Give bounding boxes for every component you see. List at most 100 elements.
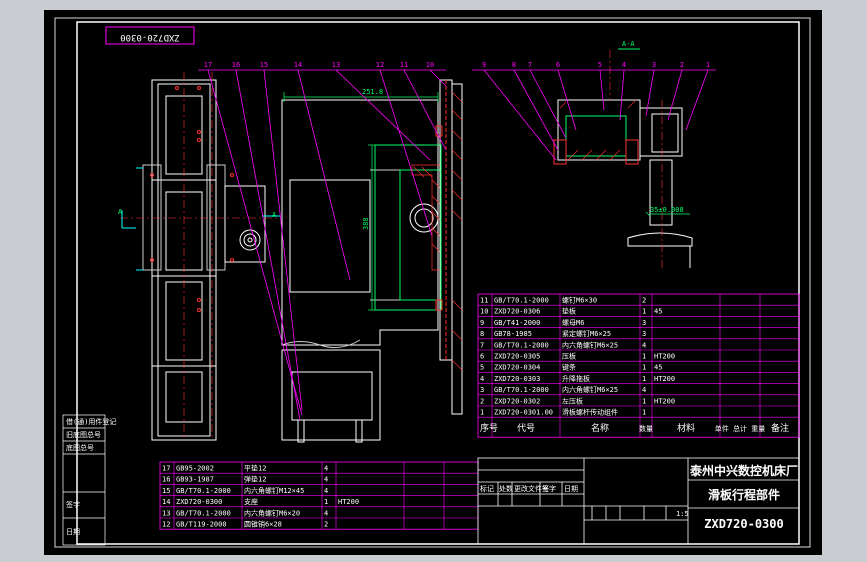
sign-label: 更改文件号 (514, 484, 549, 493)
part-name: 内六角螺钉M12×45 (244, 486, 304, 495)
part-qty: 1 (642, 308, 646, 316)
callout-number: 9 (482, 61, 486, 69)
parts-right-frame (477, 293, 800, 438)
part-name: 平垫12 (244, 464, 266, 473)
inner-frame (76, 21, 800, 545)
header-name: 名称 (591, 422, 609, 434)
mirrored-number-box: ZXD720-0300 (105, 26, 195, 45)
margin-label: 旧底图总号 (66, 430, 101, 439)
part-code: GB/T70.1-2000 (494, 386, 549, 394)
part-no: 2 (480, 397, 484, 405)
part-qty: 4 (324, 487, 328, 495)
company-name: 泰州中兴数控机床厂 (689, 463, 798, 478)
part-qty: 1 (642, 375, 646, 383)
section-hatch (559, 99, 637, 161)
part-name: 圆锥销6×28 (244, 520, 282, 529)
part-code: ZXD720-0305 (494, 353, 540, 361)
dim-right: 35±0.008 (650, 206, 684, 214)
part-qty: 1 (642, 397, 646, 405)
part-no: 15 (162, 487, 170, 495)
part-qty: 4 (642, 341, 646, 349)
part-material: 45 (654, 308, 662, 316)
part-name: 弹垫12 (244, 475, 266, 484)
title-block (477, 457, 800, 545)
part-qty: 1 (642, 364, 646, 372)
part-qty: 1 (642, 353, 646, 361)
part-code: GB/T119-2000 (176, 521, 227, 529)
callout-number: 2 (680, 61, 684, 69)
part-no: 8 (480, 330, 484, 338)
callout-number: 11 (400, 61, 408, 69)
part-no: 9 (480, 319, 484, 327)
part-code: GB/T41-2000 (494, 319, 540, 327)
view-label-a: A (118, 208, 123, 216)
sign-label: 处数 (499, 484, 513, 493)
part-code: ZXD720-0302 (494, 397, 540, 405)
header-material: 材料 (677, 422, 695, 434)
part-qty: 4 (642, 386, 646, 394)
margin-label: 签字 (66, 500, 80, 509)
part-code: GB93-1987 (176, 476, 214, 484)
signature-labels: 标记处数更改文件号签字日期 (480, 484, 578, 493)
part-no: 16 (162, 476, 170, 484)
part-code: GB/T70.1-2000 (494, 341, 549, 349)
part-name: 滑板螺杆传动组件 (562, 408, 618, 417)
part-no: 1 (480, 409, 484, 417)
part-no: 7 (480, 341, 484, 349)
dim-side: 388 (362, 217, 370, 230)
header-weight: 单件 总计 重量 (715, 424, 765, 433)
part-no: 4 (480, 375, 484, 383)
part-no: 10 (480, 308, 488, 316)
section-dimension (645, 211, 690, 217)
sign-label: 日期 (564, 485, 578, 493)
part-name: 压板 (562, 352, 576, 361)
part-qty: 3 (642, 330, 646, 338)
part-qty: 4 (324, 465, 328, 473)
part-code: ZXD720-0303 (494, 375, 540, 383)
header-note: 备注 (771, 422, 789, 434)
callout-number: 4 (622, 61, 626, 69)
part-title: 滑板行程部件 (708, 487, 780, 502)
part-no: 13 (162, 509, 170, 517)
header-qty: 数量 (639, 424, 653, 433)
section-label: A-A (622, 40, 635, 48)
callout-leaders-left (198, 69, 447, 421)
margin-label: 日期 (66, 528, 80, 536)
part-material: HT200 (654, 397, 675, 405)
part-name: 支座 (244, 497, 258, 506)
callout-number: 12 (376, 61, 384, 69)
part-code: GB/T70.1-2000 (176, 509, 231, 517)
callout-number: 13 (332, 61, 340, 69)
left-margin-table (62, 414, 106, 546)
part-qty: 2 (642, 297, 646, 305)
header-code: 代号 (517, 423, 535, 434)
scale-value: 1:5 (676, 510, 689, 518)
part-name: 升降拖板 (562, 374, 590, 383)
part-no: 5 (480, 364, 484, 372)
margin-label: 借(通)用件登记 (66, 417, 116, 426)
part-code: GB/T70.1-2000 (494, 297, 549, 305)
part-code: GB78-1985 (494, 330, 532, 338)
sign-label: 标记 (480, 484, 494, 493)
callout-number: 3 (652, 61, 656, 69)
part-no: 6 (480, 353, 484, 361)
callout-number: 1 (706, 61, 710, 69)
part-material: 45 (654, 364, 662, 372)
title-block-texts: 泰州中兴数控机床厂 滑板行程部件 ZXD720-0300 1:5 (676, 463, 798, 531)
drawing-number: ZXD720-0300 (704, 517, 783, 531)
callout-number: 16 (232, 61, 240, 69)
callout-number: 15 (260, 61, 268, 69)
part-code: GB95-2002 (176, 465, 214, 473)
section-centerlines (609, 50, 663, 270)
header-no: 序号 (480, 422, 498, 434)
middle-view-hatch-plate (451, 91, 463, 371)
part-name: 内六角螺钉M6×20 (244, 508, 300, 517)
middle-view-dimensions (283, 92, 439, 311)
part-name: 螺钉M6×30 (562, 296, 597, 305)
part-qty: 2 (324, 521, 328, 529)
middle-view-plate (435, 79, 463, 415)
